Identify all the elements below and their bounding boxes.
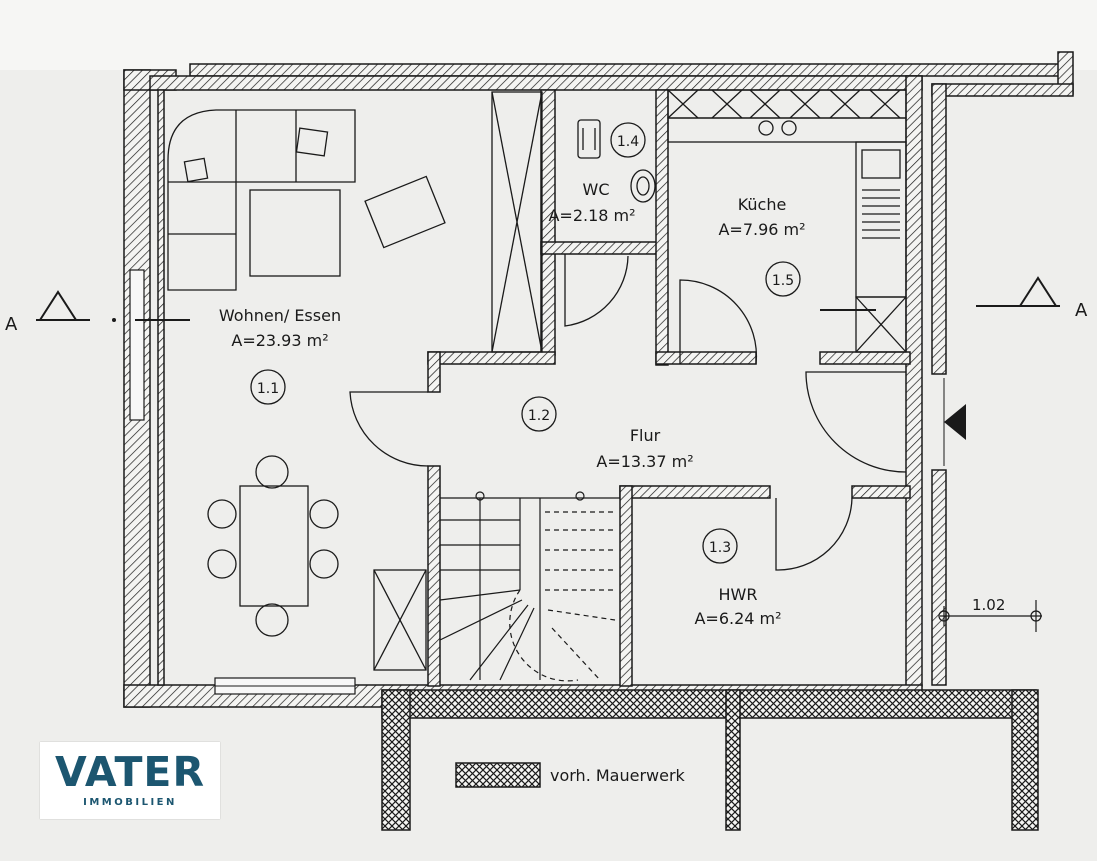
staircase (439, 491, 620, 682)
entrance-arrow-icon (944, 404, 966, 440)
dimension-label: 1.02 (972, 596, 1005, 614)
room-number: 1.2 (528, 408, 550, 424)
section-marker-left: A (5, 290, 190, 335)
doors (349, 254, 945, 571)
legend: vorh. Mauerwerk (455, 762, 686, 788)
wc-fixtures (577, 119, 656, 203)
paper-top (0, 0, 1097, 70)
room-area: A=23.93 m² (231, 331, 328, 350)
room-number: 1.4 (617, 134, 639, 150)
room-name: Wohnen/ Essen (219, 306, 341, 325)
section-label-left: A (5, 314, 18, 335)
room-name: WC (583, 180, 610, 199)
window-south (214, 677, 356, 695)
existing-masonry (381, 689, 1039, 831)
inner-walls (427, 89, 911, 687)
room-name: HWR (719, 585, 758, 604)
living-furniture (167, 109, 446, 671)
room-number: 1.3 (709, 540, 731, 556)
kitchen-counter (667, 89, 907, 353)
room-area: A=2.18 m² (548, 206, 635, 225)
room-area: A=6.24 m² (694, 609, 781, 628)
vater-logo: VATER IMMOBILIEN (40, 742, 220, 819)
room-name: Küche (738, 195, 787, 214)
section-label-right: A (1075, 300, 1088, 321)
room-hall: Flur A=13.37 m² 1.2 (521, 396, 694, 471)
legend-label: vorh. Mauerwerk (550, 766, 686, 785)
neighbour-wall (189, 51, 1074, 97)
shaft (491, 91, 543, 353)
room-number: 1.1 (257, 381, 279, 397)
section-marker-right: A (820, 276, 1088, 321)
room-area: A=13.37 m² (596, 452, 693, 471)
window-west (129, 269, 145, 421)
legend-swatch (455, 762, 541, 788)
room-kitchen: Küche A=7.96 m² 1.5 (718, 195, 806, 297)
logo-subline: IMMOBILIEN (83, 797, 177, 808)
room-wc: WC A=2.18 m² 1.4 (548, 122, 646, 225)
room-living: Wohnen/ Essen A=23.93 m² 1.1 (219, 306, 341, 405)
room-number: 1.5 (772, 273, 794, 289)
room-area: A=7.96 m² (718, 220, 805, 239)
logo-wordmark: VATER (54, 748, 206, 796)
dimension-line (938, 600, 1042, 632)
room-utility: HWR A=6.24 m² 1.3 (694, 528, 782, 628)
room-name: Flur (630, 426, 661, 445)
